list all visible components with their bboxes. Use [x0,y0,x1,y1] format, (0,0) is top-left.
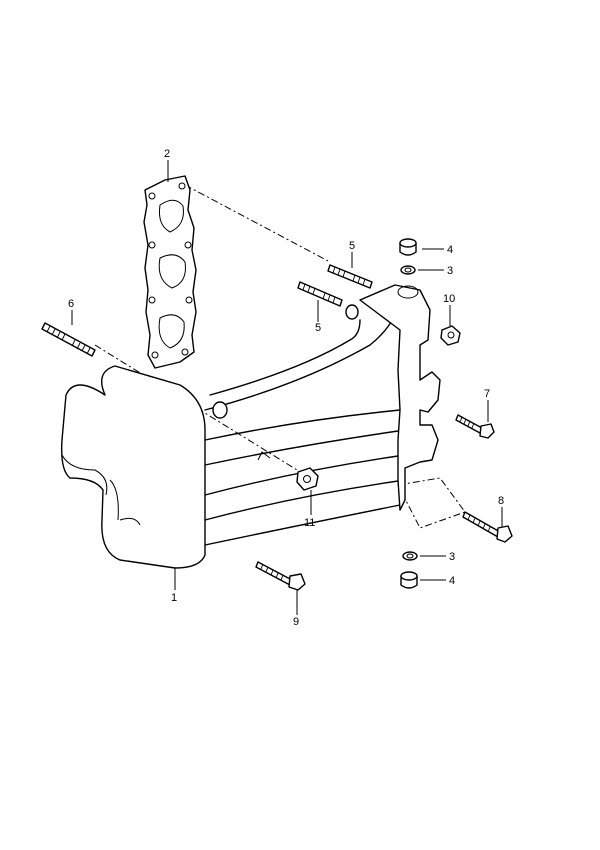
manifold [60,284,441,569]
callout-5-upper: 5 [349,240,355,252]
callout-2: 2 [164,148,170,160]
leader-lines [71,160,503,615]
callout-6: 6 [68,298,74,310]
callout-3-top: 3 [447,265,453,277]
callout-4-bottom: 4 [449,575,455,587]
nut-10 [440,325,461,346]
callout-labels: 1 2 3 3 4 4 5 5 6 7 8 9 10 11 [68,148,504,628]
callout-4-top: 4 [447,244,453,256]
bolt-9 [255,561,306,591]
washer-3-bottom [402,551,418,561]
bolt-8 [462,511,513,543]
stud-5-upper [327,264,373,289]
stud-6 [41,322,96,357]
callout-10: 10 [443,293,455,305]
washer-3-top [400,265,416,275]
callout-9: 9 [293,616,299,628]
callout-3-bottom: 3 [449,551,455,563]
plug-4-bottom [400,571,418,589]
plug-4-top [399,238,417,256]
bolt-7 [455,414,495,439]
callout-8: 8 [498,495,504,507]
stud-5-lower [297,281,343,307]
callout-5-lower: 5 [315,322,321,334]
callout-1: 1 [171,592,177,604]
callout-7: 7 [484,388,490,400]
callout-11: 11 [304,517,315,529]
nut-11 [296,467,319,491]
gasket [143,175,197,369]
